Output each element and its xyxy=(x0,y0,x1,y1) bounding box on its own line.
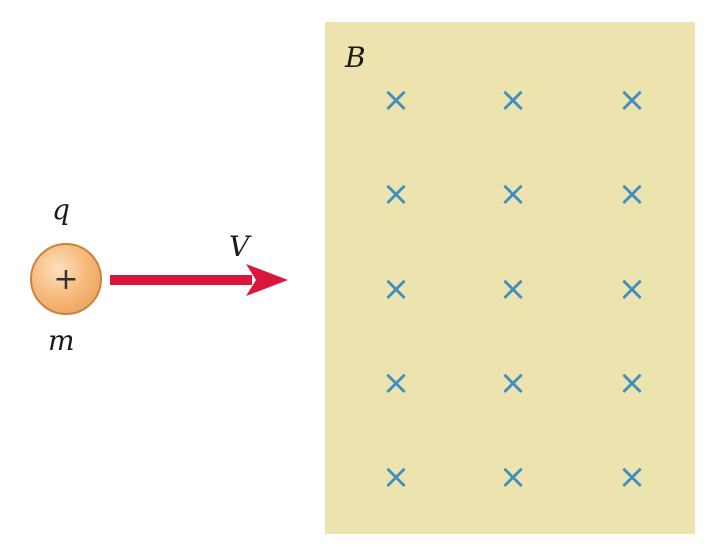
field-cross-icon: × xyxy=(617,457,647,497)
velocity-arrow-icon xyxy=(110,264,288,296)
field-cross-icon: × xyxy=(381,80,411,120)
mass-label: m xyxy=(48,324,75,357)
velocity-label: V xyxy=(229,230,250,263)
charge-label: q xyxy=(52,193,70,226)
field-cross-icon: × xyxy=(617,363,647,403)
field-cross-icon: × xyxy=(381,269,411,309)
field-cross-icon: × xyxy=(381,457,411,497)
positive-sign-icon: + xyxy=(53,261,79,297)
velocity-arrow-head xyxy=(246,264,288,296)
magnetic-field-label: B xyxy=(345,41,366,74)
field-cross-icon: × xyxy=(498,457,528,497)
field-cross-icon: × xyxy=(381,174,411,214)
field-cross-icon: × xyxy=(498,80,528,120)
field-cross-icon: × xyxy=(498,363,528,403)
field-cross-icon: × xyxy=(498,269,528,309)
field-cross-icon: × xyxy=(617,269,647,309)
magnetic-field-region xyxy=(325,22,695,534)
field-cross-icon: × xyxy=(381,363,411,403)
field-cross-icon: × xyxy=(498,174,528,214)
charged-particle: + xyxy=(30,243,102,315)
field-cross-icon: × xyxy=(617,80,647,120)
velocity-arrow-shaft xyxy=(110,275,252,285)
field-cross-icon: × xyxy=(617,174,647,214)
